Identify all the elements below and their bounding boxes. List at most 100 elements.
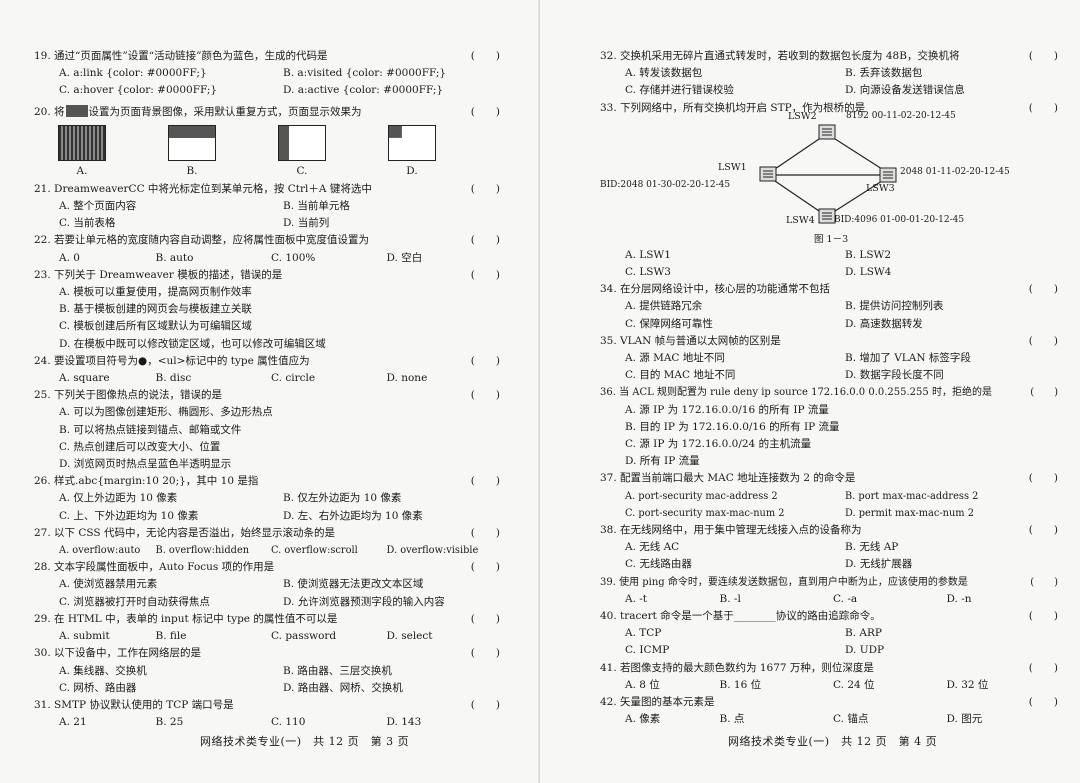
question-20: 20. 将设置为页面背景图像，采用默认重复方式，页面显示效果为( ): [34, 104, 504, 121]
option-b: B. 目的 IP 为 172.16.0.0/16 的所有 IP 流量: [625, 420, 840, 433]
switch-icon-lsw1: [759, 166, 777, 182]
answer-bracket: ( ): [1028, 610, 1058, 623]
answer-bracket: ( ): [470, 475, 500, 488]
label-lsw2: LSW2: [788, 110, 817, 122]
figure-caption: 图 1－3: [814, 233, 849, 245]
bid-lsw1: BID:2048 01-30-02-20-12-45: [600, 179, 731, 190]
option-d: D. 浏览网页时热点呈蓝色半透明显示: [59, 458, 232, 471]
answer-bracket: ( ): [470, 354, 500, 367]
question-30: 30. 以下设备中，工作在网络层的是( ): [34, 645, 504, 662]
thumbnail-d: D.: [388, 124, 436, 177]
answer-bracket: ( ): [1030, 387, 1058, 399]
thumbnail-b: B.: [168, 124, 216, 177]
switch-icon-lsw2: [818, 124, 836, 140]
option-d: D. 在模板中既可以修改锁定区域，也可以修改可编辑区域: [59, 337, 326, 350]
question-39: 39. 使用 ping 命令时，要连续发送数据包，直到用户中断为止，应该使用的参…: [600, 574, 1062, 591]
question-22: 22. 若要让单元格的宽度随内容自动调整，应将属性面板中宽度值设置为( ): [34, 232, 504, 249]
option-c: C. 源 IP 为 172.16.0.0/24 的主机流量: [625, 438, 812, 451]
left-column: 19. 通过“页面属性”设置“活动链接”颜色为蓝色，生成的代码是( ) A. a…: [34, 48, 504, 731]
answer-bracket: ( ): [470, 182, 500, 195]
page-footer-left: 网络技术类专业(一) 共 12 页 第 3 页: [200, 735, 410, 748]
question-34: 34. 在分层网络设计中，核心层的功能通常不包括( ): [600, 281, 1062, 298]
answer-bracket: ( ): [1028, 472, 1058, 485]
option-c: C. 热点创建后可以改变大小、位置: [59, 440, 221, 453]
link-lsw1-lsw4: [771, 178, 823, 214]
answer-bracket: ( ): [1028, 696, 1058, 709]
question-33: 33. 下列网络中，所有交换机均开启 STP，作为根桥的是( ): [600, 100, 1062, 117]
question-26: 26. 样式.abc{margin:10 20;}，其中 10 是指( ): [34, 473, 504, 490]
answer-bracket: ( ): [1028, 661, 1058, 674]
question-28: 28. 文本字段属性面板中，Auto Focus 项的作用是( ): [34, 559, 504, 576]
answer-bracket: ( ): [470, 50, 500, 62]
thumbnail-c: C.: [278, 124, 326, 177]
bid-lsw4: BID:4096 01-00-01-20-12-45: [834, 214, 965, 225]
switch-icon-lsw4: [818, 208, 836, 224]
answer-bracket: ( ): [470, 234, 500, 247]
link-lsw2-lsw3: [831, 136, 883, 170]
question-27: 27. 以下 CSS 代码中，无论内容是否溢出，始终显示滚动条的是( ): [34, 525, 504, 542]
question-24: 24. 要设置项目符号为●，<ul>标记中的 type 属性值应为( ): [34, 353, 504, 370]
option-a: A. 模板可以重复使用，提高网页制作效率: [59, 286, 252, 299]
switch-icon-lsw3: [879, 167, 897, 183]
options-19b: C. a:hover {color: #0000FF;}D. a:active …: [34, 82, 504, 99]
answer-bracket: ( ): [1028, 524, 1058, 537]
answer-bracket: ( ): [470, 268, 500, 281]
answer-bracket: ( ): [1028, 334, 1058, 347]
question-25: 25. 下列关于图像热点的说法，错误的是( ): [34, 387, 504, 404]
option-d: D. 所有 IP 流量: [625, 455, 700, 468]
question-21: 21. DreamweaverCC 中将光标定位到某单元格，按 Ctrl＋A 键…: [34, 181, 504, 198]
question-40: 40. tracert 命令是一个基于________协议的路由追踪命令。( ): [600, 608, 1062, 625]
answer-bracket: ( ): [470, 612, 500, 625]
answer-bracket: ( ): [470, 647, 500, 660]
question-23: 23. 下列关于 Dreamweaver 模板的描述，错误的是( ): [34, 267, 504, 284]
question-29: 29. 在 HTML 中，表单的 input 标记中 type 的属性值不可以是…: [34, 611, 504, 628]
answer-bracket: ( ): [1028, 283, 1058, 296]
question-38: 38. 在无线网络中，用于集中管理无线接入点的设备称为( ): [600, 522, 1062, 539]
label-lsw1: LSW1: [718, 161, 747, 173]
option-a: A. 源 IP 为 172.16.0.0/16 的所有 IP 流量: [625, 403, 829, 416]
answer-bracket: ( ): [470, 105, 500, 118]
q20-thumbnails: A. B. C. D.: [34, 124, 504, 177]
question-35: 35. VLAN 帧与普通以太网帧的区别是( ): [600, 333, 1062, 350]
label-lsw4: LSW4: [786, 214, 815, 226]
option-b: B. 可以将热点链接到锚点、邮箱或文件: [59, 423, 242, 436]
background-sample-image: [65, 104, 88, 117]
right-page: 32. 交换机采用无碎片直通式转发时，若收到的数据包长度为 48B，交换机将( …: [540, 0, 1080, 783]
answer-bracket: ( ): [470, 389, 500, 402]
question-31: 31. SMTP 协议默认使用的 TCP 端口号是( ): [34, 697, 504, 714]
bid-lsw2: 8192 00-11-02-20-12-45: [846, 110, 956, 121]
stp-diagram-svg: [759, 124, 897, 224]
bid-lsw3: 2048 01-11-02-20-12-45: [900, 166, 1010, 177]
question-19: 19. 通过“页面属性”设置“活动链接”颜色为蓝色，生成的代码是( ): [34, 48, 504, 65]
stp-network-diagram: LSW2 8192 00-11-02-20-12-45 LSW1 BID:204…: [600, 111, 1062, 247]
option-d: D. a:active {color: #0000FF;}: [283, 84, 444, 97]
answer-bracket: ( ): [470, 698, 500, 711]
link-lsw1-lsw2: [771, 136, 823, 172]
option-a: A. 可以为图像创建矩形、椭圆形、多边形热点: [59, 406, 273, 419]
